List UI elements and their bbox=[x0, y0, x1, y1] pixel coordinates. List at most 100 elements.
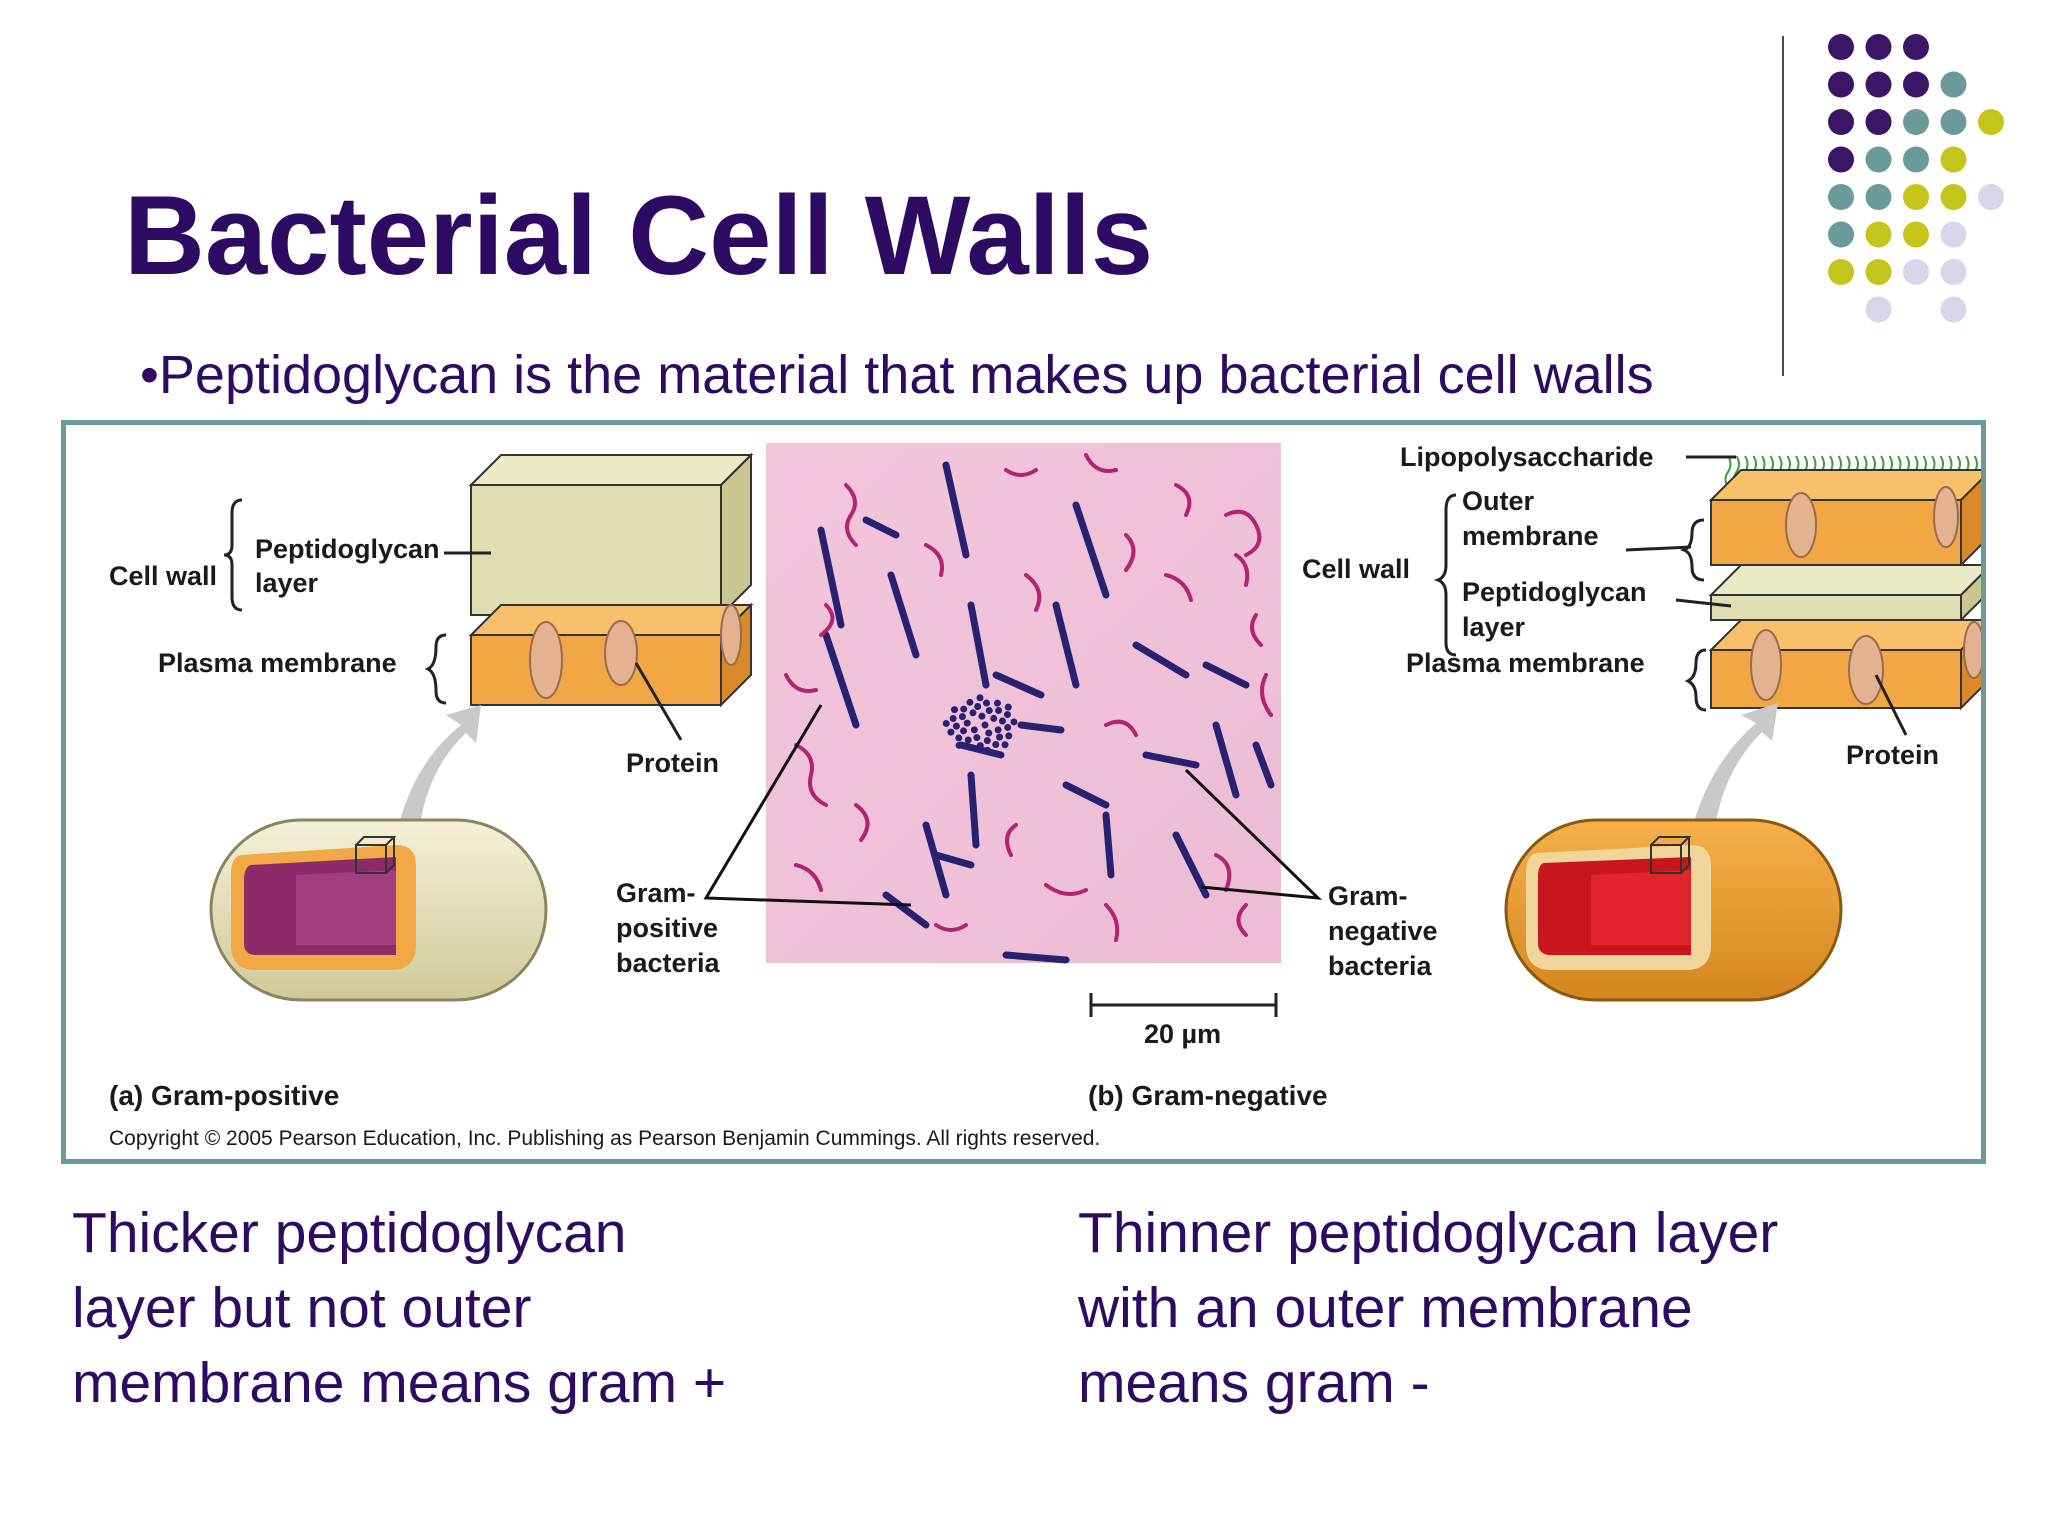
gram-negative-rod bbox=[1250, 613, 1263, 647]
coccus-cluster bbox=[985, 707, 993, 715]
gram-positive-rod bbox=[822, 631, 860, 729]
gn-zoom-arrow bbox=[1691, 703, 1778, 833]
coccus-cluster bbox=[966, 743, 974, 751]
gram-positive-rod bbox=[817, 526, 845, 629]
gram-negative-rod bbox=[1124, 533, 1136, 572]
decorative-dot bbox=[1903, 146, 1929, 173]
gp-peptidoglycan-label-2: layer bbox=[255, 568, 319, 598]
decorative-dot bbox=[1978, 109, 2004, 135]
coccus-cluster bbox=[947, 728, 955, 736]
gram-negative-rod bbox=[1044, 883, 1088, 896]
gram-positive-rod bbox=[1062, 781, 1110, 809]
gram-positive-rod bbox=[862, 516, 900, 539]
gp-peptidoglycan-label: Peptidoglycan bbox=[255, 534, 440, 564]
gram-positive-rod bbox=[1142, 751, 1200, 769]
coccus-cluster bbox=[955, 734, 963, 742]
coccus-cluster bbox=[995, 707, 1003, 715]
gram-positive-rod bbox=[1172, 831, 1210, 899]
coccus-cluster bbox=[949, 714, 957, 722]
gram-positive-rod bbox=[1252, 741, 1275, 789]
decorative-dot bbox=[1828, 221, 1854, 248]
coccus-cluster bbox=[963, 719, 971, 727]
decorative-dot bbox=[1865, 259, 1892, 285]
gram-positive-explanation: Thicker peptidoglycan layer but not oute… bbox=[72, 1196, 972, 1421]
decorative-dot bbox=[1903, 109, 1929, 135]
gram-positive-rod bbox=[967, 771, 980, 849]
caption-line: Thinner peptidoglycan layer bbox=[1078, 1201, 1779, 1265]
coccus-cluster bbox=[970, 726, 978, 734]
decorative-dot bbox=[1903, 184, 1929, 210]
decorative-dot bbox=[1940, 184, 1967, 210]
gn-protein-label: Protein bbox=[1846, 740, 1939, 770]
coccus-cluster bbox=[983, 746, 991, 754]
gram-positive-rod bbox=[1102, 811, 1115, 879]
coccus-cluster bbox=[992, 741, 1000, 749]
gram-negative-rod bbox=[924, 543, 944, 577]
coccus-cluster bbox=[960, 727, 968, 735]
gram-negative-rod bbox=[784, 673, 818, 693]
coccus-cluster bbox=[1004, 703, 1012, 711]
coccus-cluster bbox=[1005, 732, 1013, 740]
caption-line: means gram - bbox=[1078, 1351, 1430, 1415]
micro-gram-positive-label-3: bacteria bbox=[616, 948, 721, 978]
gram-positive-pointer bbox=[703, 704, 912, 907]
gn-protein-pointer bbox=[1874, 674, 1908, 736]
caption-line: membrane means gram + bbox=[72, 1351, 727, 1415]
outer-membrane-label-2: membrane bbox=[1462, 521, 1599, 551]
slide-title: Bacterial Cell Walls bbox=[124, 173, 1154, 298]
micro-gram-negative-label: Gram- bbox=[1328, 881, 1408, 911]
gram-stain-micrograph bbox=[766, 443, 1281, 964]
coccus-cluster bbox=[1003, 711, 1011, 719]
gram-negative-rod bbox=[1005, 823, 1018, 857]
coccus-cluster bbox=[990, 714, 998, 722]
coccus-cluster bbox=[964, 736, 972, 744]
gram-positive-rod bbox=[1212, 721, 1240, 799]
gram-negative-rod bbox=[854, 803, 870, 842]
cell-wall-figure: Cell wall Peptidoglycan layer Plasma mem… bbox=[61, 420, 1986, 1164]
decorative-dot bbox=[1903, 71, 1929, 98]
coccus-cluster bbox=[951, 706, 959, 714]
decorative-dot bbox=[1940, 259, 1967, 285]
membrane-bracket bbox=[424, 633, 447, 705]
decorative-dot bbox=[1903, 259, 1929, 285]
protein-pointer bbox=[634, 662, 683, 741]
coccus-cluster bbox=[993, 699, 1001, 707]
gram-positive-rod bbox=[1132, 641, 1190, 679]
figure-illustration: Cell wall Peptidoglycan layer Plasma mem… bbox=[109, 442, 1981, 1150]
decorative-dot bbox=[1828, 146, 1854, 173]
micro-gram-negative-label-2: negative bbox=[1328, 916, 1438, 946]
caption-line: with an outer membrane bbox=[1078, 1276, 1693, 1340]
coccus-cluster bbox=[976, 742, 984, 750]
decorative-dot bbox=[1828, 109, 1854, 135]
coccus-cluster bbox=[958, 713, 966, 721]
gram-positive-layers bbox=[468, 452, 754, 708]
gram-positive-rod bbox=[992, 671, 1045, 699]
gram-negative-rod bbox=[1004, 468, 1038, 477]
decorative-dot-grid bbox=[1828, 34, 2004, 323]
decorative-dot bbox=[1865, 296, 1892, 323]
bullet-point: •Peptidoglycan is the material that make… bbox=[140, 345, 1654, 405]
cell-wall-bracket bbox=[223, 498, 243, 612]
decorative-dot bbox=[1940, 71, 1967, 98]
gram-positive-rod bbox=[967, 601, 990, 689]
gram-negative-pointer bbox=[1184, 768, 1323, 900]
coccus-cluster bbox=[1001, 741, 1009, 749]
gram-positive-rod bbox=[1202, 661, 1250, 689]
coccus-cluster bbox=[960, 705, 968, 713]
gram-negative-rod bbox=[819, 603, 835, 637]
micro-gram-positive-label-2: positive bbox=[616, 913, 718, 943]
gp-protein-label: Protein bbox=[626, 748, 719, 778]
gram-positive-rod bbox=[1017, 721, 1065, 734]
coccus-cluster bbox=[985, 729, 993, 737]
caption-line: layer but not outer bbox=[72, 1276, 532, 1340]
gram-positive-rod bbox=[882, 891, 930, 929]
gram-positive-rod bbox=[932, 851, 975, 869]
gram-negative-rod bbox=[794, 863, 823, 892]
decorative-dot bbox=[1903, 221, 1929, 248]
lps-strand bbox=[1724, 455, 1732, 488]
gram-positive-rod bbox=[1072, 501, 1110, 599]
gn-peptidoglycan-label-2: layer bbox=[1462, 612, 1526, 642]
gram-negative-rod bbox=[1174, 483, 1192, 517]
micro-gram-positive-label: Gram- bbox=[616, 878, 696, 908]
gn-plasma-membrane-label: Plasma membrane bbox=[1406, 648, 1645, 678]
